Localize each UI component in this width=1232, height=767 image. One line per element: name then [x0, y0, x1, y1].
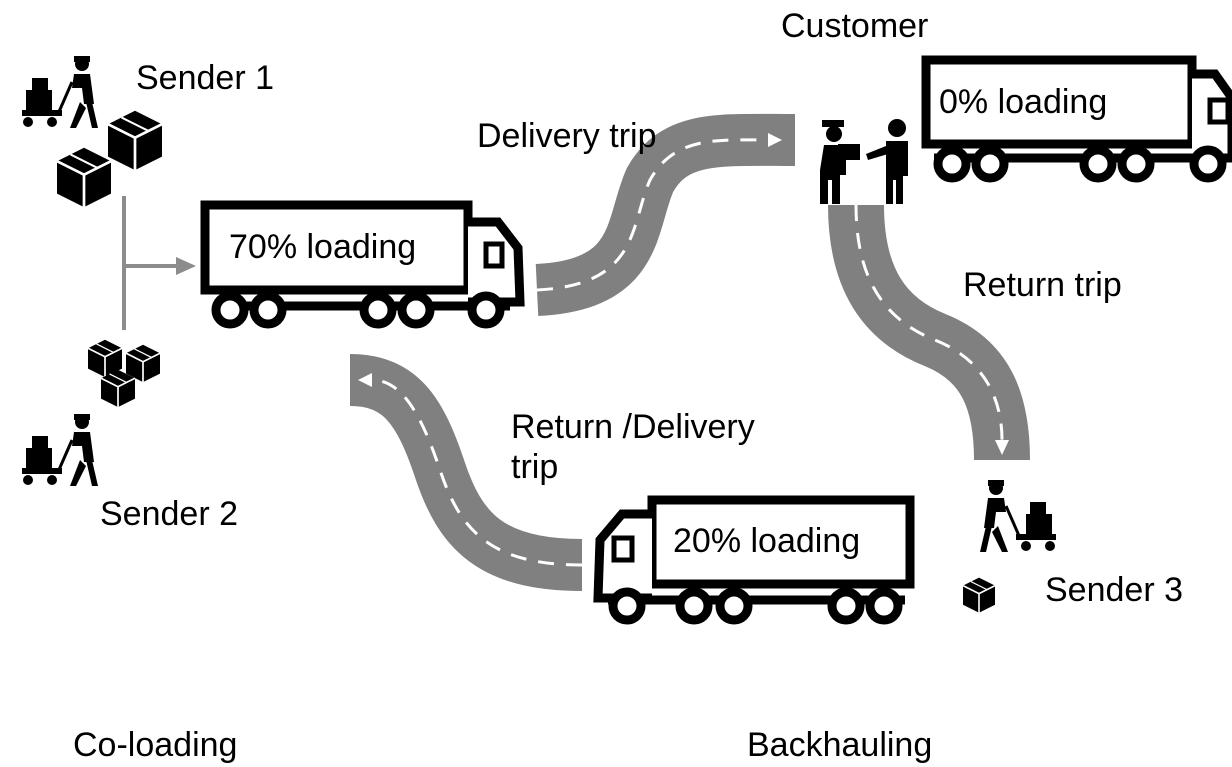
sender-2-label: Sender 2 — [100, 495, 238, 533]
sender-3-label: Sender 3 — [1045, 571, 1183, 609]
truck-main-icon — [200, 200, 525, 329]
truck-customer-icon — [921, 55, 1232, 183]
road-delivery — [534, 113, 796, 316]
co-loading-connector — [122, 196, 196, 330]
sender-1-label: Sender 1 — [136, 59, 274, 97]
sender-3-box-icon — [962, 576, 996, 614]
road-return — [828, 204, 1030, 461]
truck-main-label: 70% loading — [229, 228, 416, 266]
truck-return-icon — [593, 495, 915, 625]
backhauling-label: Backhauling — [747, 726, 933, 764]
return-trip-label: Return trip — [963, 266, 1122, 304]
delivery-trip-label: Delivery trip — [477, 117, 657, 155]
sender-1-worker-icon — [20, 54, 100, 130]
co-loading-label: Co-loading — [73, 726, 238, 764]
truck-customer-label: 0% loading — [939, 83, 1107, 121]
return-delivery-trip-label: Return /Delivery trip — [511, 408, 755, 486]
customer-label: Customer — [781, 7, 929, 45]
sender-3-worker-icon — [978, 478, 1058, 554]
sender-2-boxes-icon — [87, 338, 161, 408]
truck-return-label: 20% loading — [673, 522, 860, 560]
sender-2-worker-icon — [20, 412, 100, 488]
road-return-delivery — [348, 354, 583, 591]
customer-handover-icon — [820, 119, 908, 204]
